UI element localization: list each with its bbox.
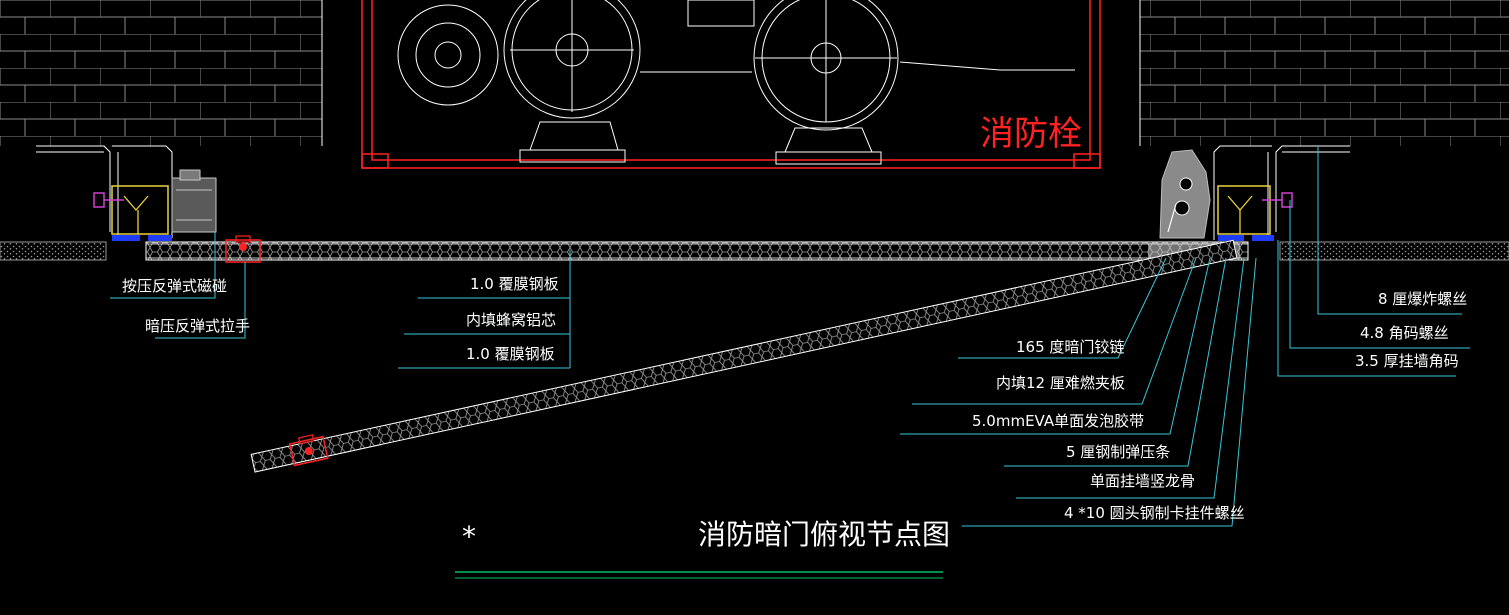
right-lower-leaders [900, 257, 1257, 527]
right-wall-finish [1279, 241, 1509, 261]
left-wall-finish [0, 241, 107, 261]
fire-hydrant-cabinet: 消防栓 [361, 0, 1101, 169]
label-plywood: 内填12 厘难燃夹板 [996, 374, 1125, 392]
label-magnetic-catch: 按压反弹式磁碰 [122, 277, 227, 295]
hose-reel-icon [397, 0, 641, 163]
label-eva-tape: 5.0mmEVA单面发泡胶带 [972, 412, 1144, 430]
left-frame-profile [36, 145, 217, 241]
right-upper-leaders [1277, 146, 1470, 377]
right-frame-profile [1159, 145, 1350, 241]
label-expansion-bolt: 8 厘爆炸螺丝 [1378, 290, 1467, 308]
magnetic-catch-icon [171, 169, 217, 233]
label-hinge: 165 度暗门铰链 [1016, 338, 1124, 356]
label-steel-sheet-top: 1.0 覆膜钢板 [470, 275, 559, 293]
drawing-title: 消防暗门俯视节点图 [698, 518, 950, 551]
right-gasket [1218, 235, 1244, 241]
label-clip-screw: 4 *10 圆头钢制卡挂件螺丝 [1064, 504, 1245, 522]
hinge-icon [1159, 149, 1211, 239]
left-brick-wall [0, 0, 323, 146]
label-pull-handle: 暗压反弹式拉手 [145, 317, 250, 335]
cabinet-label: 消防栓 [980, 114, 1082, 154]
label-keel: 单面挂墙竖龙骨 [1090, 472, 1195, 490]
title-asterisk: * [462, 520, 476, 553]
label-angle-screw: 4.8 角码螺丝 [1360, 324, 1449, 342]
open-door-panel [250, 239, 1238, 473]
label-steel-sheet-bottom: 1.0 覆膜钢板 [466, 345, 555, 363]
label-wall-angle: 3.5 厚挂墙角码 [1355, 352, 1459, 370]
middle-leaders [398, 250, 571, 369]
left-gasket [112, 235, 140, 241]
fire-extinguisher-icon [753, 0, 899, 165]
label-honeycomb-core: 内填蜂窝铝芯 [466, 311, 556, 329]
label-spring-strip: 5 厘钢制弹压条 [1066, 443, 1170, 461]
right-brick-wall [1139, 0, 1509, 146]
right-bracket [1217, 185, 1271, 235]
pull-handle-icon [225, 235, 261, 263]
closed-door-panel [145, 235, 1249, 263]
left-anchor-bolt-icon [93, 192, 105, 208]
left-bracket [111, 185, 169, 235]
open-pull-handle-icon [288, 434, 329, 467]
left-leaders [110, 232, 246, 339]
